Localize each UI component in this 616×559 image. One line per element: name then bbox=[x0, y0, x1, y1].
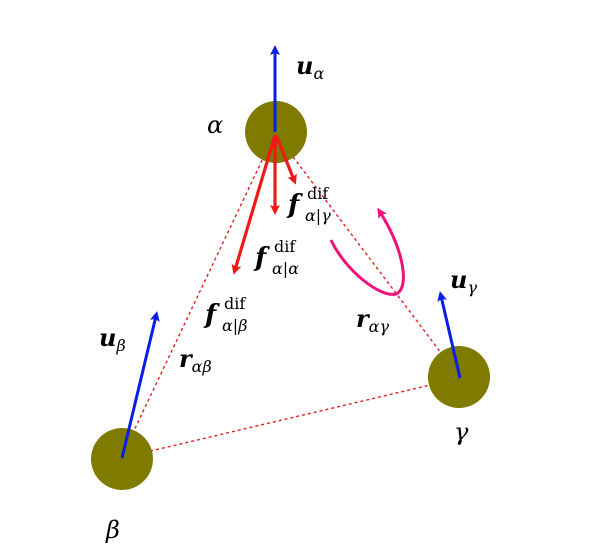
distance-label-alpha-beta: rαβ bbox=[179, 344, 212, 376]
particle-label-alpha: α bbox=[207, 111, 223, 139]
svg-text:f: f bbox=[203, 300, 220, 330]
svg-text:α|γ: α|γ bbox=[305, 206, 331, 225]
distance-line-beta-gamma bbox=[120, 377, 461, 459]
svg-text:dif: dif bbox=[224, 294, 246, 313]
velocity-label-beta: uβ bbox=[99, 323, 126, 355]
force-label-alpha-alpha: f dif α|α bbox=[253, 237, 299, 278]
particle-beta bbox=[91, 428, 153, 490]
distance-line-alpha-beta bbox=[120, 132, 276, 459]
force-label-alpha-beta: f dif α|β bbox=[203, 294, 247, 335]
velocity-arrow-gamma bbox=[437, 291, 462, 379]
force-label-alpha-gamma: f dif α|γ bbox=[286, 184, 331, 225]
force-arrow-alpha-beta bbox=[231, 134, 277, 275]
distance-label-alpha-gamma: rαγ bbox=[356, 304, 389, 336]
distance-line-alpha-gamma bbox=[274, 132, 461, 379]
force-arrow-alpha-gamma bbox=[274, 134, 297, 185]
velocity-arrow-beta bbox=[120, 311, 160, 459]
rotation-arrow bbox=[329, 207, 405, 296]
particle-label-gamma: γ bbox=[454, 418, 469, 446]
svg-text:f: f bbox=[253, 243, 270, 273]
velocity-label-alpha: uα bbox=[296, 51, 324, 83]
svg-text:α|α: α|α bbox=[272, 259, 299, 278]
svg-text:dif: dif bbox=[307, 184, 329, 203]
svg-text:dif: dif bbox=[274, 237, 296, 256]
particle-label-beta: β bbox=[105, 516, 120, 544]
velocity-label-gamma: uγ bbox=[450, 265, 477, 297]
svg-text:f: f bbox=[286, 190, 303, 220]
svg-text:α|β: α|β bbox=[222, 316, 247, 335]
